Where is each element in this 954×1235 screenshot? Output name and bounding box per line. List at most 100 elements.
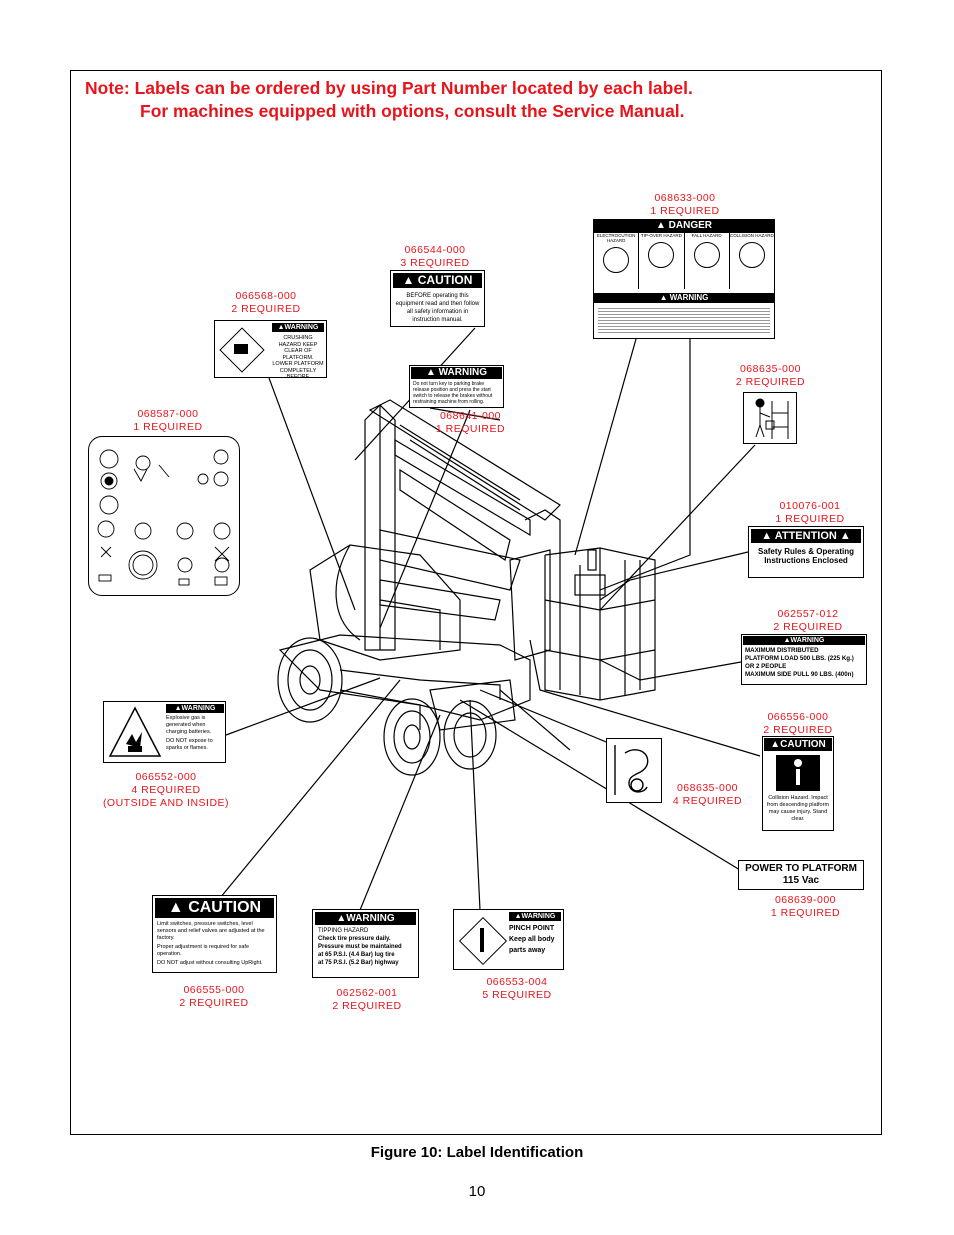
tipping-line-4: at 65 P.S.I. (4.4 Bar) lug tire xyxy=(318,952,395,958)
quantity: 4 REQUIRED xyxy=(131,784,201,796)
caution-manual-label: ▲ CAUTION BEFORE operating this equipmen… xyxy=(390,270,485,327)
parking-brake-header: ▲ WARNING xyxy=(411,367,502,379)
warning-header-text: WARNING xyxy=(346,913,395,924)
part-number-062557: 062557-012 2 REQUIRED xyxy=(768,608,848,634)
part-number: 066568-000 xyxy=(235,290,297,302)
hazard-col-title: FALL HAZARD xyxy=(691,233,722,238)
part-number: 066555-000 xyxy=(183,984,245,996)
tipping-line-1: TIPPING HAZARD xyxy=(318,928,369,934)
limit-switch-text-3: DO NOT adjust without consulting UpRight… xyxy=(157,960,263,966)
hazard-col-collision: COLLISION HAZARD xyxy=(730,233,774,289)
pinch-point-icon xyxy=(458,916,508,966)
hazard-columns: ELECTROCUTION HAZARD TIP-OVER HAZARD FAL… xyxy=(594,232,774,289)
part-number: 066552-000 xyxy=(135,771,197,783)
tipping-header: ▲WARNING xyxy=(315,912,416,925)
caution-text: BEFORE operating this equipment read and… xyxy=(395,293,480,323)
part-number: 068641-000 xyxy=(439,410,502,422)
crushing-warning-text: CRUSHING HAZARD KEEP CLEAR OF PLATFORM. … xyxy=(272,335,324,378)
attention-label: ▲ ATTENTION ▲ Safety Rules & Operating I… xyxy=(748,526,864,578)
limit-switch-text-1: Limit switches, pressure switches, level… xyxy=(157,921,265,941)
part-number-068641: 068641-000 1 REQUIRED xyxy=(428,410,513,436)
explosion-icon xyxy=(108,706,162,757)
hazard-col-tipover: TIP-OVER HAZARD xyxy=(639,233,685,289)
part-number-066568: 066568-000 2 REQUIRED xyxy=(226,290,306,316)
load-line-3: OR 2 PEOPLE xyxy=(745,663,787,670)
tiedown-label xyxy=(606,738,662,803)
hazard-col-title: TIP-OVER HAZARD xyxy=(640,233,682,238)
quantity: 3 REQUIRED xyxy=(400,257,470,269)
attention-text: Safety Rules & Operating Instructions En… xyxy=(757,547,855,565)
part-number-068633: 068633-000 1 REQUIRED xyxy=(640,192,730,218)
part-number-066552: 066552-000 4 REQUIRED (OUTSIDE AND INSID… xyxy=(96,771,236,810)
handrail-label xyxy=(743,392,797,444)
danger-warning-header: ▲ WARNING xyxy=(594,293,774,303)
crushing-hazard-label: ▲WARNING CRUSHING HAZARD KEEP CLEAR OF P… xyxy=(214,320,327,378)
power-line-2: 115 Vac xyxy=(782,875,820,886)
quantity: 1 REQUIRED xyxy=(775,513,845,525)
warning-header-text: WARNING xyxy=(790,637,825,644)
part-number: 062562-001 xyxy=(336,987,398,999)
quantity: 2 REQUIRED xyxy=(179,997,249,1009)
crushing-hazard-icon xyxy=(219,327,265,373)
part-number: 068635-000 xyxy=(739,363,802,375)
warning-header-text: WARNING xyxy=(438,367,488,378)
hazard-col-title: COLLISION HAZARD xyxy=(729,233,774,238)
caution-header-text: CAUTION xyxy=(417,273,473,287)
part-number-062562: 062562-001 2 REQUIRED xyxy=(327,987,407,1013)
part-number: 066544-000 xyxy=(404,244,466,256)
caution-header-text: CAUTION xyxy=(780,739,826,750)
battery-warning-header: ▲WARNING xyxy=(166,704,224,713)
part-number: 068633-000 xyxy=(654,192,716,204)
part-number-068587: 068587-000 1 REQUIRED xyxy=(128,408,208,434)
collision-text: Collision Hazard. Impact from descending… xyxy=(766,795,830,822)
tipping-line-5: at 75 P.S.I. (5.2 Bar) highway xyxy=(318,960,399,966)
warning-header-text: WARNING xyxy=(521,913,556,920)
tipping-hazard-label: ▲WARNING TIPPING HAZARD Check tire press… xyxy=(312,909,419,978)
part-number-066553: 066553-004 5 REQUIRED xyxy=(477,976,557,1002)
parking-brake-label: ▲ WARNING Do not turn key to parking bra… xyxy=(409,365,504,408)
quantity: 1 REQUIRED xyxy=(133,421,203,433)
quantity: 1 REQUIRED xyxy=(650,205,720,217)
power-to-platform-label: POWER TO PLATFORM 115 Vac xyxy=(738,860,864,890)
part-number-068635-top: 068635-000 2 REQUIRED xyxy=(728,363,813,389)
collision-icon xyxy=(776,755,820,791)
platform-load-text: MAXIMUM DISTRIBUTED PLATFORM LOAD 500 LB… xyxy=(742,646,866,680)
pinch-point-label: ▲WARNING PINCH POINT Keep all body parts… xyxy=(453,909,564,970)
power-line-1: POWER TO PLATFORM xyxy=(745,863,857,874)
load-line-4: MAXIMUM SIDE PULL 90 LBS. (400n) xyxy=(745,671,854,678)
quantity: 2 REQUIRED xyxy=(332,1000,402,1012)
power-text: POWER TO PLATFORM 115 Vac xyxy=(739,861,863,887)
quantity: 2 REQUIRED xyxy=(773,621,843,633)
part-number-010076: 010076-001 1 REQUIRED xyxy=(770,500,850,526)
quantity: 1 REQUIRED xyxy=(770,907,841,919)
part-number: 066553-004 xyxy=(486,976,548,988)
note-line-1: Note: Labels can be ordered by using Par… xyxy=(85,78,693,98)
quantity: 1 REQUIRED xyxy=(435,423,506,435)
warning-header-text: WARNING xyxy=(181,705,216,712)
page-number: 10 xyxy=(468,1183,486,1200)
part-number-068635-bottom: 068635-000 4 REQUIRED xyxy=(670,782,745,808)
danger-header: ▲ DANGER xyxy=(594,220,774,232)
attention-header-text: ATTENTION xyxy=(774,530,837,542)
battery-text-1: Explosive gas is generated when charging… xyxy=(166,715,212,735)
pinch-line-1: PINCH POINT xyxy=(509,925,555,932)
hazard-col-title: ELECTROCUTION HAZARD xyxy=(596,233,636,243)
part-number: 068635-000 xyxy=(676,782,739,794)
tipping-line-3: Pressure must be maintained xyxy=(318,944,402,950)
note-line-2: For machines equipped with options, cons… xyxy=(140,101,685,121)
quantity: 2 REQUIRED xyxy=(763,724,833,736)
load-line-2: PLATFORM LOAD 500 LBS. (225 Kg.) xyxy=(745,655,854,662)
danger-header-text: DANGER xyxy=(668,220,713,231)
hazard-col-fall: FALL HAZARD xyxy=(685,233,730,289)
attention-header: ▲ ATTENTION ▲ xyxy=(751,529,861,543)
part-number-068639: 068639-000 1 REQUIRED xyxy=(763,894,848,920)
load-line-1: MAXIMUM DISTRIBUTED xyxy=(745,647,819,654)
placement-note: (OUTSIDE AND INSIDE) xyxy=(102,797,230,809)
part-number-066555: 066555-000 2 REQUIRED xyxy=(174,984,254,1010)
part-number: 062557-012 xyxy=(777,608,839,620)
parking-brake-text: Do not turn key to parking brake release… xyxy=(413,381,493,405)
pinch-text: PINCH POINT Keep all body parts away xyxy=(509,923,561,956)
collision-caution-label: ▲CAUTION Collision Hazard. Impact from d… xyxy=(762,736,834,831)
quantity: 2 REQUIRED xyxy=(231,303,301,315)
